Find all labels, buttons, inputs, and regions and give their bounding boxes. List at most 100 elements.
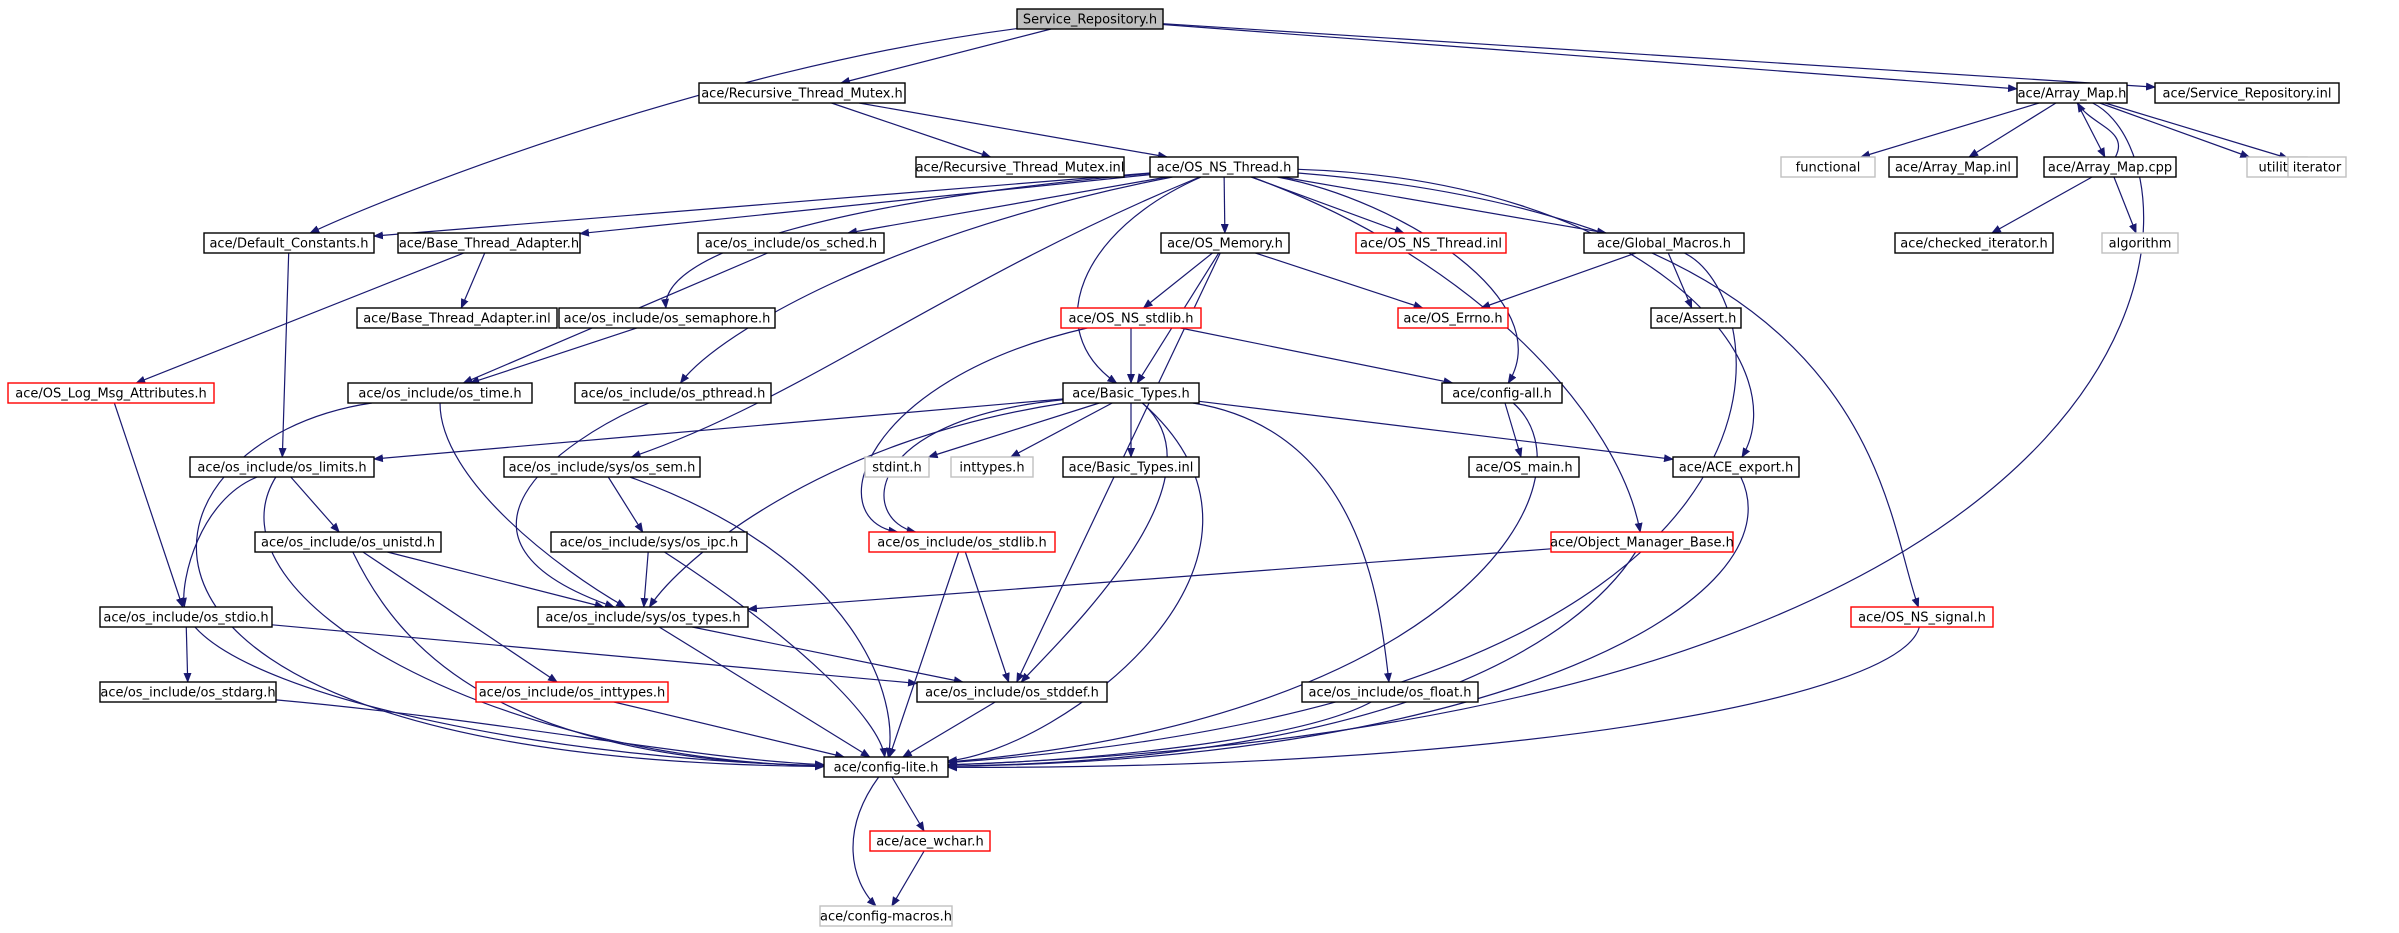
node-os_unistd_h[interactable]: ace/os_include/os_unistd.h [254, 531, 442, 553]
node-os_inttypes_h[interactable]: ace/os_include/os_inttypes.h [475, 681, 669, 703]
node-iterator: iterator [2287, 156, 2347, 178]
edge-os_stdio_h-to-config_lite_h [194, 626, 825, 770]
edge-os_ns_thread_h-to-os_sem_h [630, 176, 1200, 458]
edge-os_stdio_h-to-os_stdarg_h [183, 626, 192, 683]
node-os_stdio_h[interactable]: ace/os_include/os_stdio.h [99, 606, 273, 628]
node-array_map_cpp[interactable]: ace/Array_Map.cpp [2043, 156, 2177, 178]
edge-os_ipc_h-to-os_types_h [640, 551, 649, 608]
node-os_pthread_h[interactable]: ace/os_include/os_pthread.h [574, 382, 772, 404]
edge-os_ns_thread_h-to-ace_export_h [1297, 168, 1755, 458]
node-assert_h[interactable]: ace/Assert.h [1650, 307, 1742, 329]
node-base_thread_adapter_inl[interactable]: ace/Base_Thread_Adapter.inl [356, 307, 558, 329]
node-os_semaphore_h[interactable]: ace/os_include/os_semaphore.h [558, 307, 776, 329]
node-box [1672, 456, 1800, 478]
node-default_constants_h[interactable]: ace/Default_Constants.h [203, 232, 375, 254]
node-box [698, 82, 906, 104]
node-os_ns_stdlib_h[interactable]: ace/OS_NS_stdlib.h [1060, 307, 1202, 329]
edge-os_types_h-to-os_stddef_h [692, 626, 964, 685]
edge-os_semaphore_h-to-os_time_h [469, 327, 637, 384]
edge-os_inttypes_h-to-config_lite_h [613, 701, 846, 759]
node-box [1894, 232, 2054, 254]
node-os_stdarg_h[interactable]: ace/os_include/os_stdarg.h [99, 681, 277, 703]
edge-os_sem_h-to-os_ipc_h [607, 476, 644, 533]
node-box [2101, 232, 2179, 254]
edge-os_sem_h-to-config_lite_h [629, 476, 894, 758]
node-box [397, 232, 581, 254]
edge-basic_types_h-to-os_limits_h [373, 398, 1064, 463]
node-basic_types_h[interactable]: ace/Basic_Types.h [1062, 382, 1200, 404]
node-os_errno_h[interactable]: ace/OS_Errno.h [1397, 307, 1509, 329]
node-base_thread_adapter_h[interactable]: ace/Base_Thread_Adapter.h [397, 232, 581, 254]
edge-object_manager_base_h-to-config_lite_h [947, 551, 1637, 771]
node-os_sem_h[interactable]: ace/os_include/sys/os_sem.h [503, 456, 701, 478]
node-config_all_h[interactable]: ace/config-all.h [1441, 382, 1563, 404]
edge-array_map_h-to-utility [2099, 102, 2251, 158]
node-box [1355, 232, 1507, 254]
node-os_stddef_h[interactable]: ace/os_include/os_stddef.h [916, 681, 1108, 703]
node-label: ace/Recursive_Thread_Mutex.inl [916, 161, 1125, 176]
node-box [1149, 156, 1299, 178]
node-config_lite_h[interactable]: ace/config-lite.h [823, 756, 949, 778]
edge-array_map_cpp-to-checked_iterator_h [1991, 176, 2093, 234]
edge-base_thread_adapter_h-to-os_log_msg_attributes_h [135, 252, 465, 384]
node-box [697, 232, 885, 254]
node-label: iterator [2293, 161, 2342, 176]
node-array_map_h[interactable]: ace/Array_Map.h [2016, 82, 2128, 104]
node-os_types_h[interactable]: ace/os_include/sys/os_types.h [537, 606, 749, 628]
node-box [550, 531, 748, 553]
node-ace_wchar_h[interactable]: ace/ace_wchar.h [869, 830, 991, 852]
edge-basic_types_h-to-ace_export_h [1198, 400, 1674, 463]
node-os_time_h[interactable]: ace/os_include/os_time.h [347, 382, 533, 404]
node-box [558, 307, 776, 329]
node-os_stdlib_h[interactable]: ace/os_include/os_stdlib.h [868, 531, 1056, 553]
edge-service_repository_h-to-service_repository_inl [1162, 23, 2156, 91]
node-label: ace/Recursive_Thread_Mutex.h [701, 87, 903, 102]
node-ace_export_h[interactable]: ace/ACE_export.h [1672, 456, 1800, 478]
edge-os_log_msg_attributes_h-to-os_stdio_h [113, 402, 184, 608]
node-label: ace/config-macros.h [820, 910, 952, 925]
node-box [950, 456, 1034, 478]
node-os_ns_signal_h[interactable]: ace/OS_NS_signal.h [1850, 606, 1994, 628]
node-box [503, 456, 701, 478]
node-array_map_inl[interactable]: ace/Array_Map.inl [1888, 156, 2018, 178]
node-box [2154, 82, 2340, 104]
node-box [1062, 456, 1200, 478]
node-os_float_h[interactable]: ace/os_include/os_float.h [1301, 681, 1479, 703]
node-os_memory_h[interactable]: ace/OS_Memory.h [1160, 232, 1290, 254]
edge-config_lite_h-to-config_macros_h [852, 776, 880, 907]
edge-os_float_h-to-config_lite_h [947, 701, 1372, 769]
node-service_repository_h[interactable]: Service_Repository.h [1016, 8, 1164, 30]
node-recursive_thread_mutex_inl[interactable]: ace/Recursive_Thread_Mutex.inl [915, 156, 1125, 178]
edge-os_unistd_h-to-os_types_h [387, 551, 605, 609]
node-os_limits_h[interactable]: ace/os_include/os_limits.h [189, 456, 375, 478]
node-box [1016, 8, 1164, 30]
node-object_manager_base_h[interactable]: ace/Object_Manager_Base.h [1550, 531, 1734, 553]
edge-ace_export_h-to-config_lite_h [947, 476, 1749, 771]
edge-basic_types_h-to-stdint_h [927, 402, 1100, 459]
edge-basic_types_h-to-os_float_h [1192, 402, 1392, 683]
node-os_log_msg_attributes_h[interactable]: ace/OS_Log_Msg_Attributes.h [7, 382, 215, 404]
node-label: ace/Default_Constants.h [209, 237, 368, 252]
node-service_repository_inl[interactable]: ace/Service_Repository.inl [2154, 82, 2340, 104]
node-os_main_h[interactable]: ace/OS_main.h [1468, 456, 1580, 478]
node-os_ns_thread_inl[interactable]: ace/OS_NS_Thread.inl [1355, 232, 1507, 254]
node-basic_types_inl[interactable]: ace/Basic_Types.inl [1062, 456, 1200, 478]
node-checked_iterator_h[interactable]: ace/checked_iterator.h [1894, 232, 2054, 254]
edge-config_lite_h-to-ace_wchar_h [891, 776, 925, 832]
edge-global_macros_h-to-os_errno_h [1480, 252, 1637, 309]
node-box [1550, 531, 1734, 553]
edge-service_repository_h-to-array_map_h [1162, 23, 2018, 93]
node-recursive_thread_mutex_h[interactable]: ace/Recursive_Thread_Mutex.h [698, 82, 906, 104]
edge-os_ns_thread_h-to-basic_types_h [1077, 176, 1202, 384]
node-box [189, 456, 375, 478]
node-label: ace/Basic_Types.h [1072, 387, 1189, 402]
edge-basic_types_h-to-os_stddef_h [1020, 402, 1168, 683]
node-label: ace/os_include/os_sched.h [705, 237, 877, 252]
node-label: ace/os_include/os_limits.h [197, 461, 366, 476]
node-label: ace/os_include/os_unistd.h [261, 536, 435, 551]
node-os_ns_thread_h[interactable]: ace/OS_NS_Thread.h [1149, 156, 1299, 178]
node-os_sched_h[interactable]: ace/os_include/os_sched.h [697, 232, 885, 254]
node-global_macros_h[interactable]: ace/Global_Macros.h [1583, 232, 1745, 254]
node-os_ipc_h[interactable]: ace/os_include/sys/os_ipc.h [550, 531, 748, 553]
